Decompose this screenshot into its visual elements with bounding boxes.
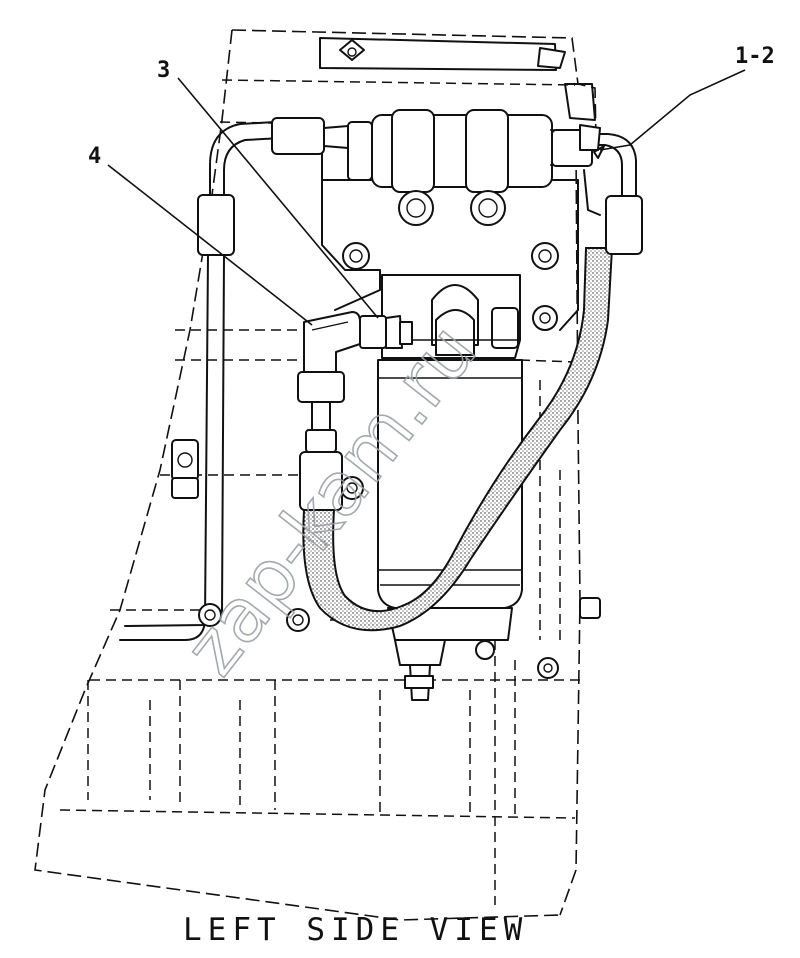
- fuel-pump-body: [321, 109, 579, 331]
- top-bracket: [319, 37, 596, 121]
- engine-block-outline: [34, 29, 597, 921]
- callout-label-4: 4: [88, 144, 101, 169]
- callout-label-1-2: 1-2: [735, 44, 775, 69]
- elbow-fitting-assembly: [297, 311, 413, 511]
- flexible-fuel-hose: [302, 124, 643, 632]
- leader-3: [177, 77, 379, 319]
- block-bolts: [171, 439, 601, 679]
- fuel-filter-head: [381, 274, 521, 359]
- callout-label-3: 3: [157, 58, 170, 83]
- leader-1-2: [599, 69, 746, 151]
- leader-4: [107, 164, 313, 326]
- leader-lines: [107, 69, 746, 326]
- view-title: LEFT SIDE VIEW: [183, 912, 528, 948]
